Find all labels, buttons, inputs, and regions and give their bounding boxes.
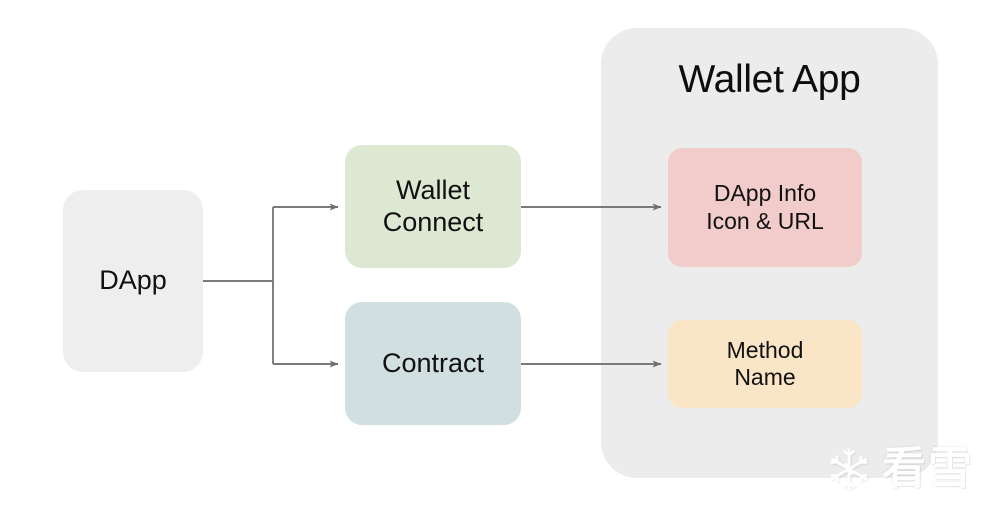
node-method-name-label: Method Name (726, 336, 804, 390)
node-dapp-info[interactable]: DApp Info Icon & URL (668, 148, 862, 267)
node-contract[interactable]: Contract (345, 302, 521, 425)
node-method-name[interactable]: Method Name (668, 320, 862, 408)
watermark-text: 看雪 (882, 444, 974, 493)
snowflake-icon (830, 448, 868, 490)
node-dapp[interactable]: DApp (63, 190, 203, 372)
node-wallet-connect[interactable]: Wallet Connect (345, 145, 521, 268)
node-wallet-connect-label: Wallet Connect (382, 174, 484, 237)
node-contract-label: Contract (381, 347, 485, 378)
watermark: 看雪 (826, 446, 974, 492)
node-dapp-label: DApp (99, 265, 167, 296)
wallet-app-group-title: Wallet App (678, 58, 861, 101)
node-dapp-info-label: DApp Info Icon & URL (706, 180, 824, 234)
